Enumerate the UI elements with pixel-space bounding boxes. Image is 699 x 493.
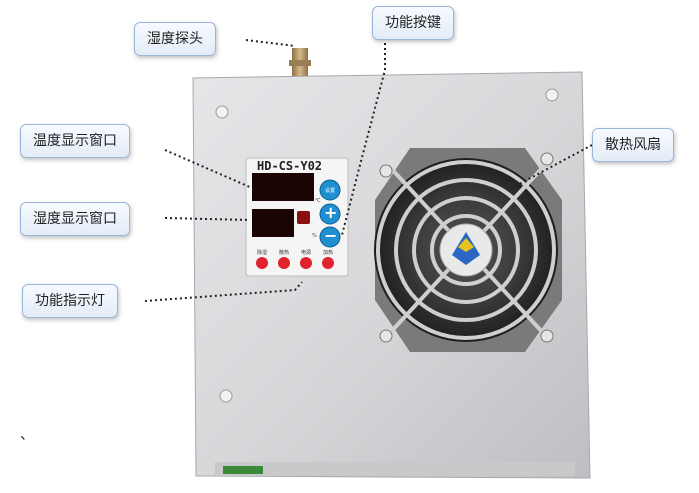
stray-mark: 、 <box>20 427 34 443</box>
humidity-display-window <box>252 209 294 237</box>
humidity-unit-label: % <box>312 233 317 239</box>
plus-key <box>319 203 341 225</box>
fan-screw <box>540 329 554 343</box>
indicator-label: 加热 <box>323 250 334 256</box>
fan-screw <box>540 152 554 166</box>
callout-cooling-fan: 散热风扇 <box>592 128 674 162</box>
indicator-heating <box>322 257 334 269</box>
indicator-label: 除湿 <box>257 250 268 256</box>
plus-key-label[interactable]: + <box>324 203 338 222</box>
callout-humidity-display: 湿度显示窗口 <box>20 202 130 236</box>
callout-function-indicators: 功能指示灯 <box>22 284 118 318</box>
leader-lines <box>144 38 593 302</box>
mount-hole <box>215 105 229 119</box>
indicator-label: 电源 <box>301 250 312 256</box>
callout-function-keys: 功能按键 <box>372 6 454 40</box>
indicator-label: 散热 <box>279 250 290 256</box>
callout-humidity-probe: 湿度探头 <box>134 22 216 56</box>
mount-hole <box>219 389 233 403</box>
set-key <box>319 179 341 201</box>
set-key-label[interactable]: 设置 <box>325 188 336 194</box>
indicator-power <box>300 257 312 269</box>
minus-key <box>319 226 341 248</box>
temp-unit-label: ℃ <box>315 198 321 204</box>
model-label: HD-CS-Y02 <box>257 159 323 173</box>
fan-screw <box>379 164 393 178</box>
indicator-dehumidify <box>256 257 268 269</box>
mount-hole <box>545 88 559 102</box>
fan-screw <box>379 329 393 343</box>
indicator-cooling <box>278 257 290 269</box>
temp-display-window <box>252 173 314 201</box>
minus-key-label[interactable]: − <box>324 226 338 245</box>
callout-temp-display: 温度显示窗口 <box>20 124 130 158</box>
